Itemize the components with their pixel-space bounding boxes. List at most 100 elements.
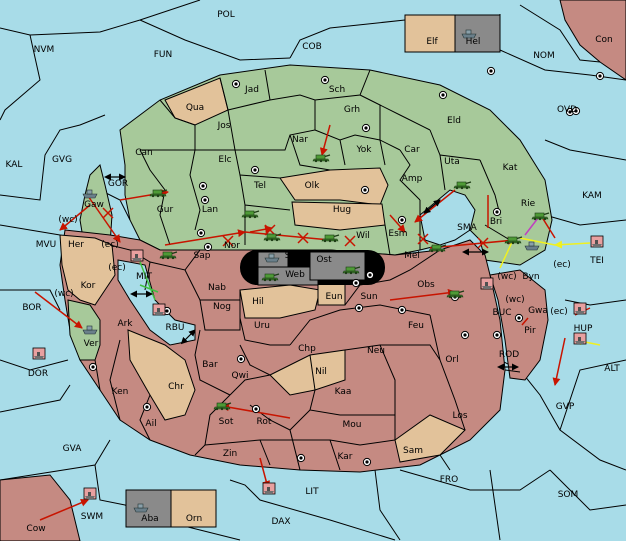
supply-center-dot xyxy=(354,281,358,285)
province-label-swm: SWM xyxy=(81,512,103,522)
province-label-fun: FUN xyxy=(154,50,173,60)
failed-order-marks xyxy=(102,207,489,249)
province-label-elc: Elc xyxy=(218,155,231,165)
province-label-fro: FRO xyxy=(440,475,459,485)
province-label-rbu: RBU xyxy=(165,323,184,333)
fleet-unit xyxy=(590,235,604,248)
province-label-wil: Wil xyxy=(356,231,370,241)
province-label-obs: Obs xyxy=(417,280,435,290)
province-label-mvu: MVU xyxy=(36,240,57,250)
supply-center-dot xyxy=(489,69,493,73)
province-label-mit: MIT xyxy=(136,272,152,282)
province-label-eun: Eun xyxy=(325,292,342,302)
province-label-skr: Skr xyxy=(285,251,300,261)
province-label-jos: Jos xyxy=(217,121,231,131)
fleet-unit xyxy=(573,332,587,345)
province-label-lan: Lan xyxy=(202,205,218,215)
fleet-unit xyxy=(573,302,587,315)
province-label-car: Car xyxy=(404,145,420,155)
province-label-wc3: (wc) xyxy=(54,289,73,299)
supply-center-dot xyxy=(239,357,243,361)
province-label-lit: LIT xyxy=(305,487,319,497)
province-label-elf: Elf xyxy=(426,37,438,47)
supply-center-dot xyxy=(574,109,578,113)
supply-center-dot xyxy=(568,110,572,114)
province-label-gor: GOR xyxy=(108,179,128,189)
province-label-nom: NOM xyxy=(533,51,555,61)
province-label-sch: Sch xyxy=(329,85,345,95)
fleet-unit xyxy=(152,303,166,316)
province-label-uru: Uru xyxy=(254,321,270,331)
province-label-nog: Nog xyxy=(213,302,231,312)
province-label-zin: Zin xyxy=(223,449,237,459)
province-label-kam: KAM xyxy=(582,191,602,201)
province-label-sun: Sun xyxy=(360,292,377,302)
province-label-ken: Ken xyxy=(112,387,129,397)
province-label-web: Web xyxy=(285,270,305,280)
supply-center-dot xyxy=(495,210,499,214)
supply-center-dot xyxy=(201,184,205,188)
province-sam xyxy=(394,414,466,463)
province-label-hug: Hug xyxy=(333,205,351,215)
fleet-unit xyxy=(83,487,97,500)
province-label-ark: Ark xyxy=(117,319,133,329)
supply-center-dot xyxy=(254,407,258,411)
province-label-nvm: NVM xyxy=(34,45,55,55)
supply-centers xyxy=(88,66,605,467)
province-orn xyxy=(170,489,217,528)
province-label-uta: Uta xyxy=(444,157,460,167)
province-ost xyxy=(309,251,366,281)
province-label-ec4: (ec) xyxy=(550,307,568,317)
province-hel xyxy=(454,14,501,53)
supply-center-dot xyxy=(203,198,207,202)
province-label-som: SOM xyxy=(558,490,579,500)
province-label-nil: Nil xyxy=(315,367,327,377)
supply-center-dot xyxy=(299,456,303,460)
province-label-buc: BUC xyxy=(492,308,511,318)
province-label-amp: Amp xyxy=(402,174,423,184)
province-label-gaw: Gaw xyxy=(84,200,104,210)
province-label-bor: BOR xyxy=(22,303,41,313)
province-label-mel: Mel xyxy=(404,251,420,261)
province-label-chr: Chr xyxy=(168,382,184,392)
province-label-gvg: GVG xyxy=(52,155,72,165)
province-label-pir: Pir xyxy=(524,326,536,336)
supply-center-dot xyxy=(598,74,602,78)
province-label-nab: Nab xyxy=(208,283,226,293)
province-label-gur: Gur xyxy=(157,205,174,215)
north-borders xyxy=(139,69,511,256)
province-label-cob: COB xyxy=(302,42,322,52)
province-label-jad: Jad xyxy=(244,85,259,95)
fleet-unit xyxy=(480,277,494,290)
province-label-los: Los xyxy=(452,411,467,421)
province-label-ec1: (ec) xyxy=(101,240,119,250)
supply-center-dot xyxy=(368,273,372,277)
fleet-unit xyxy=(262,482,276,495)
province-hug xyxy=(291,201,386,231)
supply-center-dot xyxy=(206,245,210,249)
province-label-gva: GVA xyxy=(63,444,83,454)
supply-center-dot xyxy=(463,333,467,337)
province-label-cow: Cow xyxy=(26,524,45,534)
province-label-kor: Kor xyxy=(81,281,96,291)
province-label-bar: Bar xyxy=(202,360,218,370)
province-label-kaa: Kaa xyxy=(335,387,352,397)
fleet-unit xyxy=(32,347,46,360)
province-label-hel: Hel xyxy=(466,37,481,47)
province-label-yok: Yok xyxy=(355,145,372,155)
province-label-wc4: (wc) xyxy=(505,295,524,305)
supply-center-dot xyxy=(495,333,499,337)
province-label-chp: Chp xyxy=(298,344,316,354)
province-label-nor: Nor xyxy=(224,241,240,251)
supply-center-dot xyxy=(365,460,369,464)
supply-center-dot xyxy=(357,306,361,310)
province-label-ail: Ail xyxy=(145,419,156,429)
province-olk xyxy=(279,167,389,206)
province-label-wc2: (wc) xyxy=(497,272,516,282)
supply-center-dot xyxy=(517,316,521,320)
